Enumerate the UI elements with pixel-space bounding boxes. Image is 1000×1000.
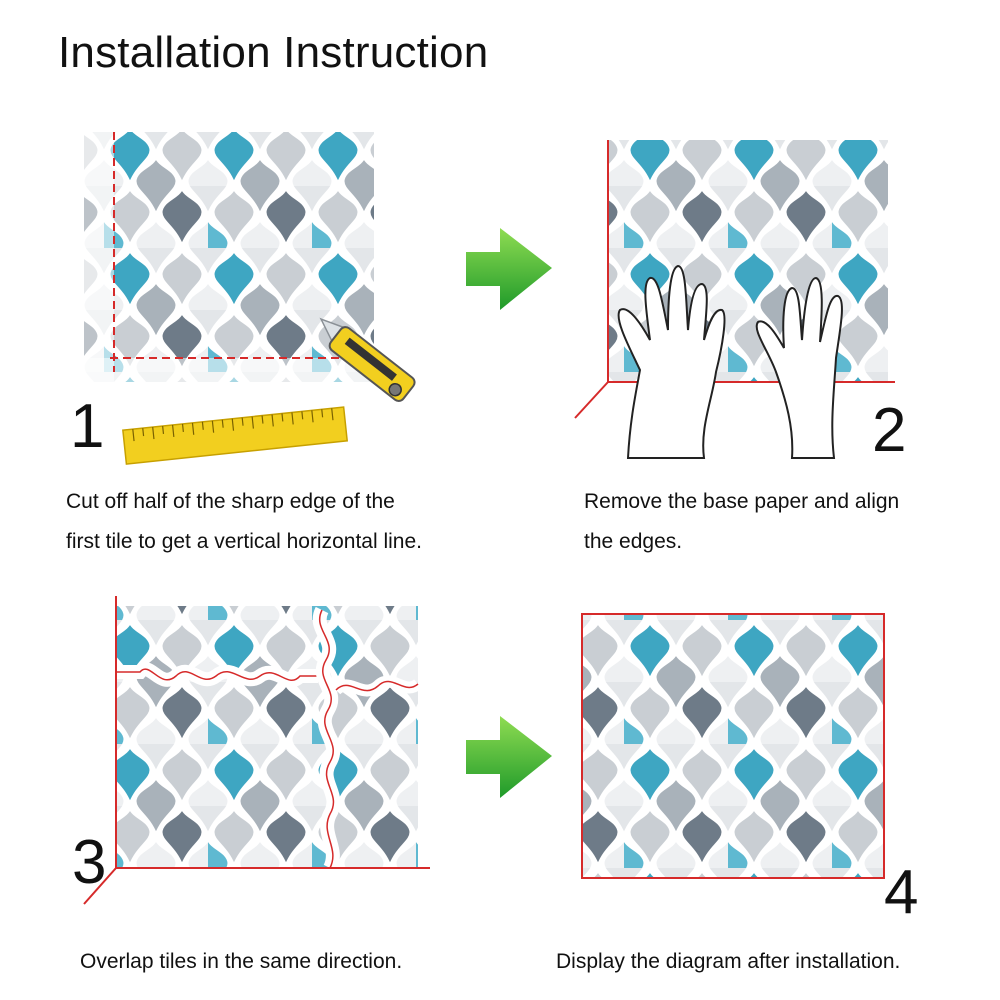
step-number-3: 3 xyxy=(72,828,107,897)
step-4-caption: Display the diagram after installation. xyxy=(556,942,900,982)
step-2-illustration xyxy=(574,140,895,459)
step-2-caption: Remove the base paper and align the edge… xyxy=(584,482,899,562)
left-hand-icon xyxy=(617,264,726,459)
step-1-caption: Cut off half of the sharp edge of the fi… xyxy=(66,482,422,562)
step-number-4: 4 xyxy=(884,858,919,927)
arrow-right-icon xyxy=(466,716,552,798)
utility-knife-icon xyxy=(319,317,416,402)
wall-outline xyxy=(581,613,885,879)
step-1-caption-line-1: Cut off half of the sharp edge of the xyxy=(66,490,395,513)
step-3-caption: Overlap tiles in the same direction. xyxy=(80,942,402,982)
step-1-illustration xyxy=(84,132,416,465)
page-title: Installation Instruction xyxy=(58,28,489,77)
step-1-caption-line-2: first tile to get a vertical horizontal … xyxy=(66,530,422,553)
step-4-illustration xyxy=(581,613,885,879)
tile-sheet xyxy=(582,614,884,878)
arrow-right-icon xyxy=(466,228,552,310)
ruler-icon xyxy=(122,406,349,465)
step-number-1: 1 xyxy=(70,392,105,461)
step-3-caption-line-1: Overlap tiles in the same direction. xyxy=(80,950,403,973)
step-2-caption-line-1: Remove the base paper and align xyxy=(584,490,900,513)
right-hand-icon xyxy=(755,276,843,459)
tile-sheet xyxy=(84,132,374,382)
step-3-illustration xyxy=(83,596,430,905)
step-number-2: 2 xyxy=(872,396,907,465)
step-4-caption-line-1: Display the diagram after installation. xyxy=(556,950,901,973)
step-2-caption-line-2: the edges. xyxy=(584,530,683,553)
tile-sheet xyxy=(116,606,418,868)
